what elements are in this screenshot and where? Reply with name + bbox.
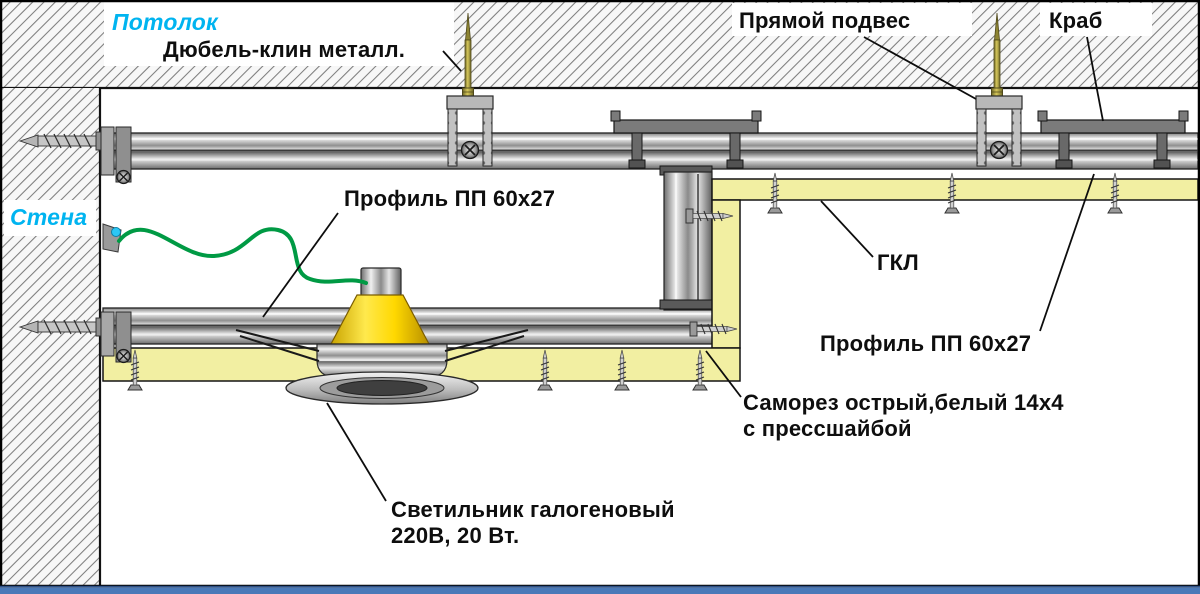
wall-bracket-lower: [100, 311, 132, 364]
leader-crab: [1086, 36, 1104, 122]
label-direct-hanger: Прямой подвес: [739, 8, 911, 33]
leader-screw: [705, 350, 742, 398]
wire-cable: [117, 227, 368, 285]
leader-gkl: [820, 200, 874, 258]
leader-profile-pp-1: [262, 212, 339, 318]
footer-strip: [0, 585, 1200, 594]
lamp-spring-clips: [235, 329, 529, 362]
leader-dowel: [442, 50, 462, 72]
gkl-board-upper: [711, 178, 1199, 201]
upper-main-profile: [102, 132, 1199, 170]
label-lamp: Светильник галогеновый 220В, 20 Вт.: [391, 497, 675, 549]
label-gkl: ГКЛ: [877, 250, 919, 275]
label-profile-pp-1: Профиль ПП 60х27: [344, 186, 556, 211]
wire-terminal: [111, 227, 121, 237]
wall-bracket-upper: [100, 126, 132, 185]
vertical-drop-profile: [659, 165, 713, 311]
label-wall: Стена: [10, 204, 88, 230]
leader-lines: [262, 36, 1104, 502]
halogen-lamp: [235, 267, 529, 405]
gkl-board-vertical: [711, 199, 741, 349]
label-screw: Саморез острый,белый 14х4 с прессшайбой: [743, 390, 1064, 442]
label-profile-pp-2: Профиль ПП 60х27: [820, 331, 1032, 356]
power-wire: [102, 223, 368, 285]
label-crab: Краб: [1049, 8, 1103, 33]
leader-lamp: [326, 402, 387, 502]
label-ceiling: Потолок: [112, 9, 218, 35]
leader-profile-pp-2: [1039, 173, 1095, 332]
label-dowel: Дюбель-клин металл.: [163, 37, 406, 62]
leader-direct-hanger: [863, 36, 977, 100]
wall-hatch: [0, 88, 102, 586]
